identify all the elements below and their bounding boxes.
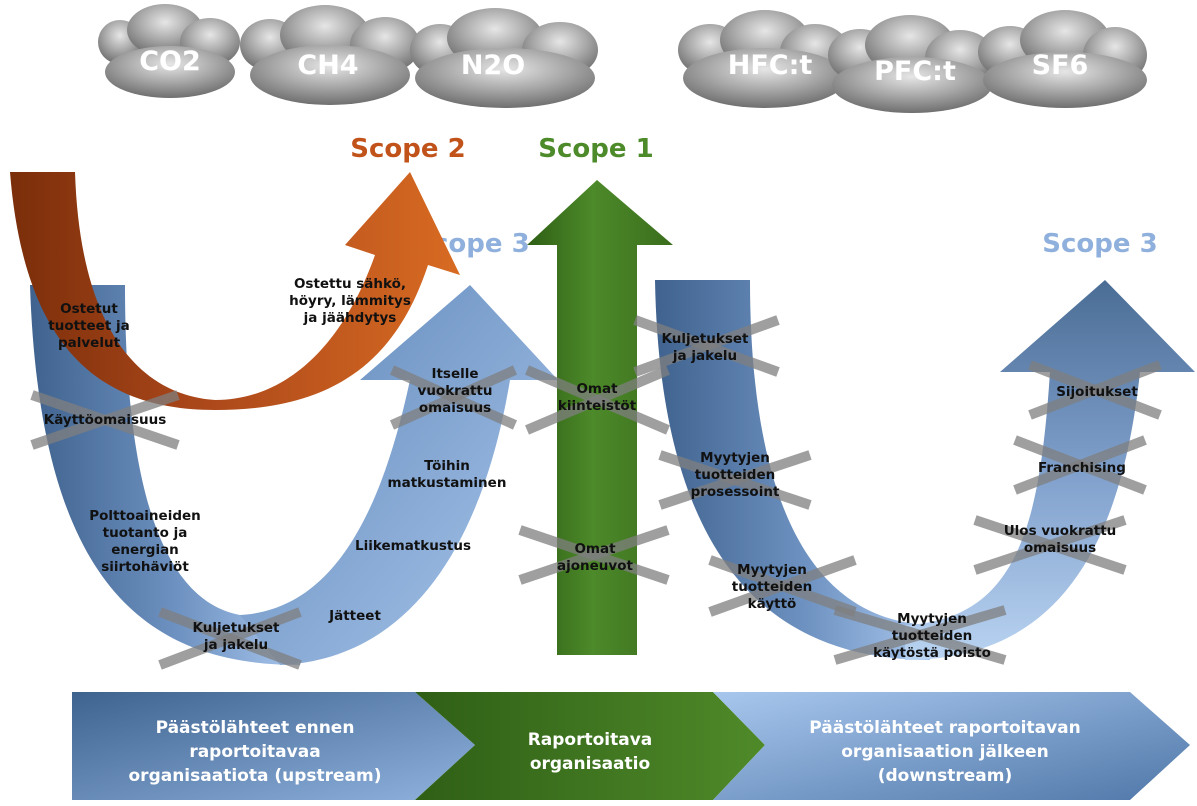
- label-waste: Jätteet: [328, 608, 381, 624]
- label-business-travel-line: Liikematkustus: [355, 538, 471, 554]
- label-processing-line: tuotteiden: [695, 467, 775, 483]
- cross-marks: [30, 315, 1162, 670]
- label-own-vehicles-line: ajoneuvot: [557, 558, 633, 574]
- label-use-of-products-line: Myytyjen: [737, 562, 807, 578]
- label-fuel-energy-line: tuotanto ja: [103, 525, 188, 541]
- label-fuel-energy-line: energian: [111, 542, 179, 558]
- label-upstream-transport-line: ja jakelu: [203, 637, 268, 653]
- label-purchased-goods-line: tuotteet ja: [48, 318, 129, 334]
- cloud-n2o: [410, 8, 598, 108]
- gas-clouds: CO2 CH4 N2O HFC:t PFC:t SF6: [98, 4, 1147, 113]
- label-upstream-leased-line: Itselle: [431, 366, 478, 382]
- label-end-of-life-line: Myytyjen: [897, 611, 967, 627]
- label-business-travel: Liikematkustus: [355, 538, 471, 554]
- bottom-bar-downstream: [713, 692, 1190, 800]
- bottom-bar: [72, 692, 1190, 800]
- bottom-bar-labels: Päästölähteet ennen raportoitavaa organisa…: [129, 718, 1081, 786]
- label-investments-line: Sijoitukset: [1056, 384, 1138, 400]
- gas-label-co2: CO2: [139, 46, 201, 77]
- scope2-arrow: [10, 172, 460, 410]
- gas-label-hfc: HFC:t: [728, 50, 813, 81]
- bottom-bar-downstream-label: Päästölähteet raportoitavan organisaation…: [809, 718, 1080, 786]
- bottom-bar-upstream-label-line: raportoitavaa: [189, 742, 320, 762]
- bottom-bar-reporting-label-line: Raportoitava: [528, 730, 653, 750]
- label-franchising-line: Franchising: [1038, 460, 1126, 476]
- label-use-of-products-line: käyttö: [748, 596, 797, 612]
- bottom-bar-reporting-label-line: organisaatio: [530, 754, 650, 774]
- bottom-bar-upstream-label: Päästölähteet ennen raportoitavaa organisa…: [129, 718, 382, 786]
- cloud-co2: [98, 4, 240, 98]
- cloud-pfc: [828, 15, 995, 113]
- label-franchising: Franchising: [1038, 460, 1126, 476]
- bottom-bar-reporting-label: Raportoitava organisaatio: [528, 730, 653, 774]
- label-downstream-leased-line: omaisuus: [1024, 540, 1096, 556]
- bottom-bar-reporting: [415, 692, 765, 800]
- label-waste-line: Jätteet: [328, 608, 381, 624]
- label-upstream-leased-line: vuokrattu: [418, 383, 493, 399]
- label-downstream-leased-line: Ulos vuokrattu: [1004, 523, 1117, 539]
- label-end-of-life-line: käytöstä poisto: [873, 645, 991, 661]
- cloud-ch4: [240, 5, 420, 105]
- gas-label-n2o: N2O: [461, 50, 525, 81]
- label-upstream-transport-line: Kuljetukset: [193, 620, 280, 636]
- label-purchased-goods-line: Ostetut: [60, 301, 118, 317]
- bottom-bar-upstream: [72, 692, 475, 800]
- scope1-heading: Scope 1: [538, 134, 653, 164]
- label-use-of-products-line: tuotteiden: [732, 579, 812, 595]
- label-purchased-electricity-line: höyry, lämmitys: [289, 293, 411, 309]
- label-commuting-line: matkustaminen: [388, 475, 507, 491]
- label-end-of-life-line: tuotteiden: [892, 628, 972, 644]
- bottom-bar-downstream-label-line: organisaation jälkeen: [841, 742, 1049, 762]
- label-upstream-leased-line: omaisuus: [419, 400, 491, 416]
- scope3-upstream-arrow: [30, 285, 558, 665]
- label-own-vehicles-line: Omat: [574, 541, 616, 557]
- bottom-bar-upstream-label-line: organisaatiota (upstream): [129, 766, 382, 786]
- bottom-bar-downstream-label-line: (downstream): [878, 766, 1013, 786]
- label-downstream-transport-line: Kuljetukset: [662, 331, 749, 347]
- label-fuel-energy-line: siirtohäviöt: [101, 559, 189, 575]
- label-processing-line: Myytyjen: [700, 450, 770, 466]
- label-investments: Sijoitukset: [1056, 384, 1138, 400]
- label-capital-goods-line: Käyttöomaisuus: [44, 412, 167, 428]
- scope3-downstream-heading: Scope 3: [1042, 229, 1157, 259]
- gas-label-pfc: PFC:t: [874, 56, 956, 87]
- label-purchased-electricity-line: ja jäähdytys: [303, 310, 397, 326]
- gas-label-sf6: SF6: [1032, 50, 1089, 81]
- label-commuting-line: Töihin: [424, 458, 470, 474]
- label-processing-line: prosessoint: [691, 484, 780, 500]
- label-capital-goods: Käyttöomaisuus: [44, 412, 167, 428]
- gas-label-ch4: CH4: [297, 50, 358, 81]
- label-own-facilities-line: Omat: [576, 381, 618, 397]
- cloud-sf6: [978, 10, 1147, 108]
- bottom-bar-upstream-label-line: Päästölähteet ennen: [156, 718, 355, 738]
- label-purchased-goods-line: palvelut: [58, 335, 121, 351]
- cloud-hfc: [678, 10, 850, 108]
- label-purchased-electricity-line: Ostettu sähkö,: [294, 276, 406, 292]
- label-own-facilities-line: kiinteistöt: [558, 398, 637, 414]
- label-fuel-energy-line: Polttoaineiden: [89, 508, 201, 524]
- bottom-bar-downstream-label-line: Päästölähteet raportoitavan: [809, 718, 1080, 738]
- label-downstream-transport-line: ja jakelu: [672, 348, 737, 364]
- scope2-heading: Scope 2: [350, 134, 465, 164]
